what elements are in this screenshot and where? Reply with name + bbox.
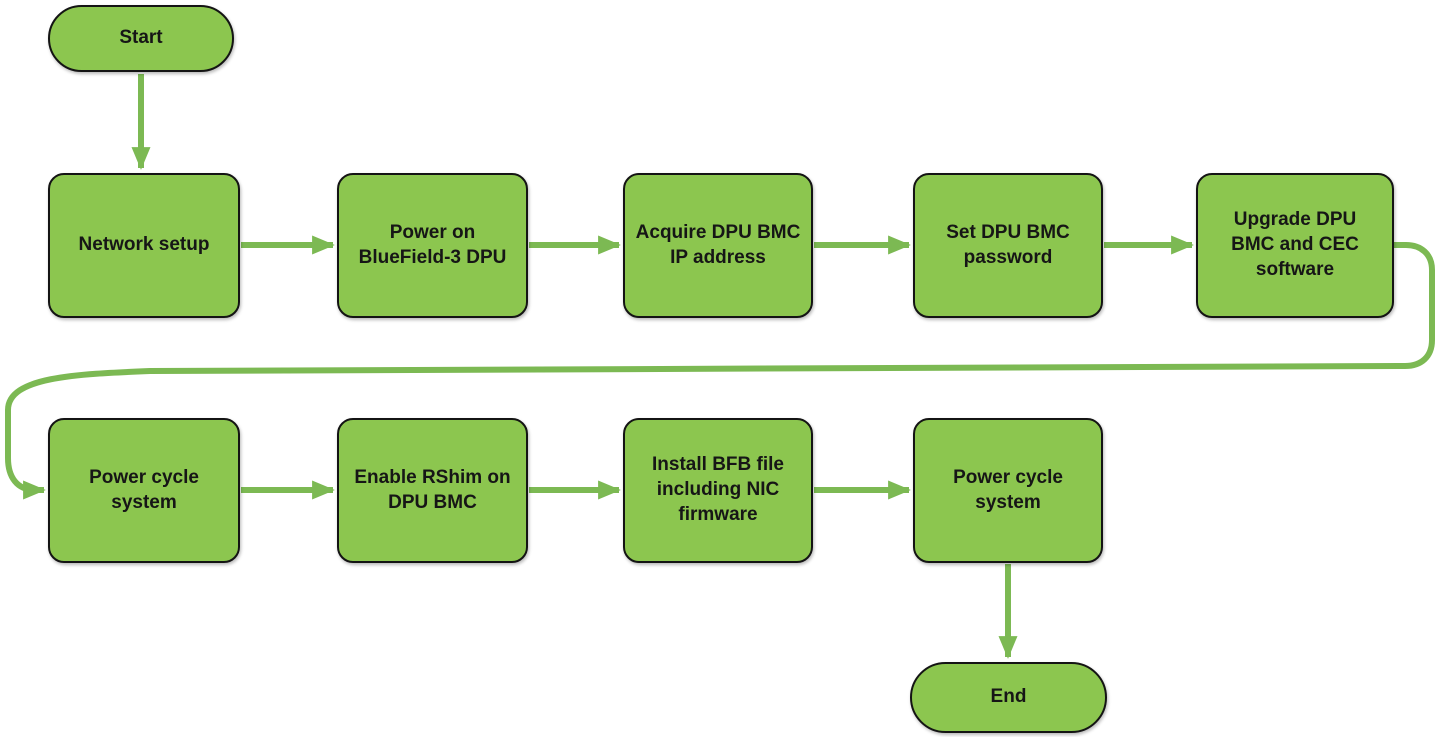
node-acquire-ip-label: Acquire DPU BMC IP address	[635, 221, 801, 268]
node-end-label: End	[990, 686, 1027, 708]
node-network-setup: Network setup	[48, 173, 240, 318]
node-set-dpu-bmc-password: Set DPU BMC password	[913, 173, 1103, 318]
node-upgrade-dpu-bmc-cec-software: Upgrade DPU BMC and CEC software	[1196, 173, 1394, 318]
node-upgrade-label: Upgrade DPU BMC and CEC software	[1231, 209, 1359, 280]
node-start-label: Start	[119, 27, 163, 49]
node-end: End	[910, 662, 1107, 733]
node-enable-rshim-on-dpu-bmc: Enable RShim on DPU BMC	[337, 418, 528, 563]
node-enable-rshim-label: Enable RShim on DPU BMC	[354, 466, 511, 513]
node-install-bfb-file-nic-firmware: Install BFB file including NIC firmware	[623, 418, 813, 563]
node-power-cycle-system-1: Power cycle system	[48, 418, 240, 563]
node-power-cycle-1-label: Power cycle system	[89, 466, 199, 513]
node-start: Start	[48, 5, 234, 72]
arrow-upgrade-to-power-cycle-1-loop	[5, 242, 1435, 500]
node-power-cycle-system-2: Power cycle system	[913, 418, 1103, 563]
node-power-cycle-2-label: Power cycle system	[953, 466, 1063, 513]
node-power-on-label: Power on BlueField-3 DPU	[358, 221, 507, 268]
node-power-on-bluefield3-dpu: Power on BlueField-3 DPU	[337, 173, 528, 318]
node-network-setup-label: Network setup	[78, 234, 210, 256]
node-install-bfb-label: Install BFB file including NIC firmware	[652, 454, 784, 525]
node-set-password-label: Set DPU BMC password	[946, 221, 1070, 268]
node-acquire-dpu-bmc-ip-address: Acquire DPU BMC IP address	[623, 173, 813, 318]
